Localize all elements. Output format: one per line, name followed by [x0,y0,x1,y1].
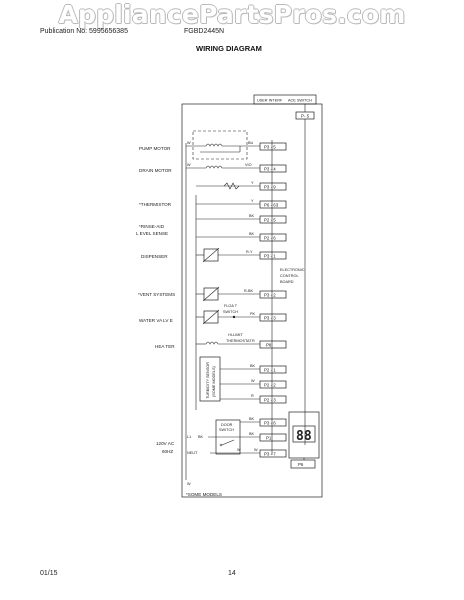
dispenser-label: DISPENSER [141,254,168,259]
pump-motor-label: PUMP MOTOR [139,146,171,151]
connector-pins: P3 - 5 P3 - 4 P3 - 9 P6 - 63 P2 - 5 P2 -… [259,142,287,458]
electronic-label-2: CONTROL [280,274,299,278]
diagram-frame [181,103,323,498]
footer-date: 01/15 [40,570,58,577]
pin-p3-4: P3 - 4 [264,167,276,172]
vent-systems-label: *VENT SYSTEMS [138,292,175,297]
pin-p2-1: P2 - 1 [264,368,276,373]
svg-text:VIO: VIO [245,163,252,167]
pump-motor-coil-icon [205,143,223,147]
supply-label-2: 60HZ [162,449,173,454]
pin-p2-3: P2 - 3 [264,398,276,403]
water-valve-label: WATER VA LV E [139,318,173,323]
svg-text:Y: Y [251,181,254,185]
svg-text:BK: BK [250,364,256,368]
pin-label: P- 5 [301,114,310,119]
seven-segment-display: 88 [296,429,312,444]
svg-text:R-Y: R-Y [246,250,253,254]
level-sense-label: L EVEL SENSE [136,231,168,236]
turbidity-label: TURBIDITY SENSOR [206,362,210,399]
svg-text:W: W [187,482,191,486]
publication-number: Publication No: 5995656385 [40,28,128,35]
pin-p6-63: P6 - 63 [264,203,279,208]
svg-text:W: W [237,448,241,452]
thermistor-label: *THERMISTOR [139,202,172,207]
float-label-2: SWITCH [223,310,238,314]
svg-text:W: W [187,141,191,145]
pin-p3-6: P3 - 6 [264,421,276,426]
electronic-label-3: BOARD [280,280,294,284]
drain-motor-coil-icon [205,165,223,169]
rinse-aid-label: *RINSE-AID [139,224,165,229]
svg-text:R-BK: R-BK [244,289,254,293]
svg-text:W: W [254,448,258,452]
pin-p3-1: P3 - 1 [264,254,276,259]
svg-text:BK: BK [249,432,255,436]
float-label-1: FLOA T [224,304,238,308]
user-interface-box [253,94,317,105]
pump-motor-box [192,130,248,160]
pin-p3-9: P3 - 9 [264,185,276,190]
thermistor-resistor-icon [223,182,240,190]
p6-box [290,459,316,469]
pin-p3-7: P3 - 7 [264,452,276,457]
page-title: WIRING DIAGRAM [196,44,262,53]
neut-label: NEUT [187,451,198,455]
l1-label: L1 [187,435,191,439]
user-interface-label: USER INTERF [257,99,283,103]
drain-motor-label: DRAIN MOTOR [139,168,172,173]
electronic-label-1: ELECTRONIC [280,268,305,272]
footer-page-number: 14 [228,570,236,577]
svg-text:BK: BK [198,435,204,439]
turbidity-models-label: (SOME MODELS) [212,365,216,397]
svg-text:BK: BK [249,232,255,236]
pin-p2-5: P2 - 5 [264,218,276,223]
p6-label: P6 [298,462,304,467]
supply-label-1: 120V AC [156,441,175,446]
pin-p2-2: P2 - 2 [264,383,276,388]
model-number: FGBD2445N [184,28,225,35]
pin-p3-3: P3 - 3 [264,316,276,321]
svg-text:R: R [252,339,255,343]
svg-text:BK: BK [249,214,255,218]
hi-limit-label-2: THERMOSTAT [226,339,252,343]
heater-element-icon [205,341,219,345]
svg-text:PK: PK [250,312,256,316]
watermark: AppliancePartsPros.com [58,0,406,29]
door-label-2: SWITCH [219,428,234,432]
pin-p8: P8 [266,343,272,348]
pin-p1: P1 [266,436,272,441]
door-label-1: DOOR [221,423,233,427]
heater-label: HEA TER [155,344,175,349]
pin-p2-6: P2 - 6 [264,236,276,241]
display-screen [292,425,316,443]
svg-text:W: W [187,163,191,167]
svg-text:W: W [251,379,255,383]
turbidity-sensor-box [199,356,221,402]
footnote: *SOME MODELS [186,492,222,497]
svg-text:Y: Y [251,199,254,203]
hi-limit-label-1: HI-LIMIT [228,333,243,337]
pin-p3-2: P3 - 2 [264,293,276,298]
svg-text:R: R [251,394,254,398]
ace-switch-label: ACE SWITCH [288,99,312,103]
svg-text:BK: BK [249,417,255,421]
svg-text:BU: BU [248,141,254,145]
pin-p3-5: P3 - 5 [264,145,276,150]
